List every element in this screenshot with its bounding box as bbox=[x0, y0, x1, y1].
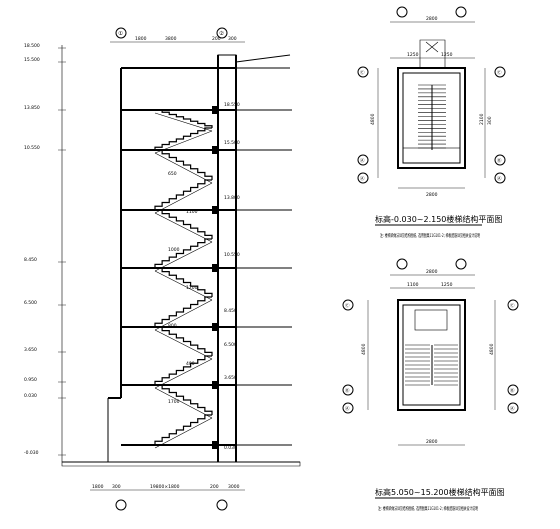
dim-label: 300 bbox=[228, 36, 237, 42]
stair-note: 800 bbox=[168, 323, 177, 329]
axis-label: Ⓐ bbox=[497, 175, 502, 182]
axis-label: Ⓑ bbox=[345, 387, 350, 394]
elevation-label: 18.500 bbox=[24, 43, 40, 49]
stair-plan-lower: 2800 1100 1250 Ⓒ Ⓑ Ⓐ Ⓒ Ⓑ Ⓐ 4800 4800 280… bbox=[342, 258, 519, 512]
elevation-label: 6.500 bbox=[24, 300, 37, 306]
axis-label: Ⓐ bbox=[345, 405, 350, 412]
axis-bubble-2-bottom bbox=[216, 499, 228, 511]
dim-label: 2800 bbox=[426, 192, 438, 198]
axis-label: Ⓒ bbox=[360, 69, 365, 76]
level-label: 15.500 bbox=[224, 140, 240, 146]
level-label: 18.550 bbox=[224, 102, 240, 108]
dim-label: 300 bbox=[487, 116, 493, 125]
level-label: 3.650 bbox=[224, 375, 237, 381]
stair-note: 1700 bbox=[168, 399, 180, 405]
dim-label: 2800 bbox=[426, 269, 438, 275]
elevation-label: 8.450 bbox=[24, 257, 37, 263]
plan-notes: 注: 楼梯梁做法详见结构图纸, 选用图集11G101-2; 梯板配筋详见相关设计… bbox=[380, 232, 480, 239]
dim-label: 1800 bbox=[135, 36, 147, 42]
dim-label: 2800 bbox=[426, 439, 438, 445]
stair-note: 650 bbox=[168, 171, 177, 177]
axis-bubble bbox=[396, 258, 408, 270]
dim-label: 3800 bbox=[165, 36, 177, 42]
level-label: 0.030 bbox=[224, 445, 237, 451]
axis-label: Ⓒ bbox=[345, 302, 350, 309]
axis-label: Ⓑ bbox=[497, 157, 502, 164]
elevation-label: -0.030 bbox=[24, 450, 39, 456]
plan-notes: 注: 楼梯梁做法详见结构图纸, 选用图集11G101-2; 梯板配筋详见相关设计… bbox=[378, 505, 478, 512]
dim-label: 200 bbox=[212, 36, 221, 42]
level-label: 13.800 bbox=[224, 195, 240, 201]
dim-label: 4800 bbox=[361, 343, 367, 355]
dim-label: 1250 bbox=[441, 52, 453, 58]
stair-note: 1200 bbox=[186, 285, 198, 291]
level-label: 8.450 bbox=[224, 308, 237, 314]
axis-bubble-1-bottom bbox=[115, 499, 127, 511]
axis-bubble-1 bbox=[115, 27, 127, 39]
stair-note: 1000 bbox=[168, 247, 180, 253]
dim-label: 200 bbox=[210, 484, 219, 490]
dim-label: 2100 bbox=[479, 113, 485, 125]
dim-label: 1100 bbox=[407, 282, 419, 288]
stair-note: 400 bbox=[186, 361, 195, 367]
dim-label: 3000 bbox=[228, 484, 240, 490]
elevation-label: 0.030 bbox=[24, 393, 37, 399]
dim-label: 1250 bbox=[407, 52, 419, 58]
level-label: 6.500 bbox=[224, 342, 237, 348]
axis-bubble-2 bbox=[216, 27, 228, 39]
axis-label: Ⓐ bbox=[510, 405, 515, 412]
axis-label: Ⓑ bbox=[510, 387, 515, 394]
plan-title: 标高-0.030~2.150楼梯结构平面图 bbox=[375, 214, 502, 224]
dim-label: 1800 bbox=[92, 484, 104, 490]
elevation-label: 10.550 bbox=[24, 145, 40, 151]
axis-bubble bbox=[455, 6, 467, 18]
axis-bubble bbox=[455, 258, 467, 270]
elevation-label: 15.500 bbox=[24, 57, 40, 63]
axis-label: ② bbox=[219, 30, 224, 37]
stair-note: 1100 bbox=[186, 209, 198, 215]
axis-label: Ⓐ bbox=[360, 175, 365, 182]
dim-label: 4800 bbox=[489, 343, 495, 355]
axis-label: Ⓒ bbox=[510, 302, 515, 309]
stair-section: 18.500 15.500 13.850 10.550 8.450 6.500 3.650 0… bbox=[24, 27, 301, 511]
level-label: 10.550 bbox=[224, 252, 240, 258]
plan-title: 标高5.050~15.200楼梯结构平面图 bbox=[375, 487, 505, 497]
axis-bubble bbox=[396, 6, 408, 18]
dim-label: 300 bbox=[112, 484, 121, 490]
elevation-label: 0.950 bbox=[24, 377, 37, 383]
axis-label: Ⓐ bbox=[360, 157, 365, 164]
axis-label: Ⓒ bbox=[497, 69, 502, 76]
dim-label: 19800×1800 bbox=[150, 484, 180, 490]
elevation-label: 13.850 bbox=[24, 105, 40, 111]
elevation-label: 3.650 bbox=[24, 347, 37, 353]
dim-label: 4800 bbox=[370, 113, 376, 125]
stair-plan-upper: 2800 1250 1250 Ⓒ Ⓐ Ⓐ Ⓒ Ⓑ Ⓐ 4800 2100 300… bbox=[357, 6, 506, 239]
dim-label: 2800 bbox=[426, 16, 438, 22]
dim-label: 1250 bbox=[441, 282, 453, 288]
axis-label: ① bbox=[118, 31, 123, 37]
